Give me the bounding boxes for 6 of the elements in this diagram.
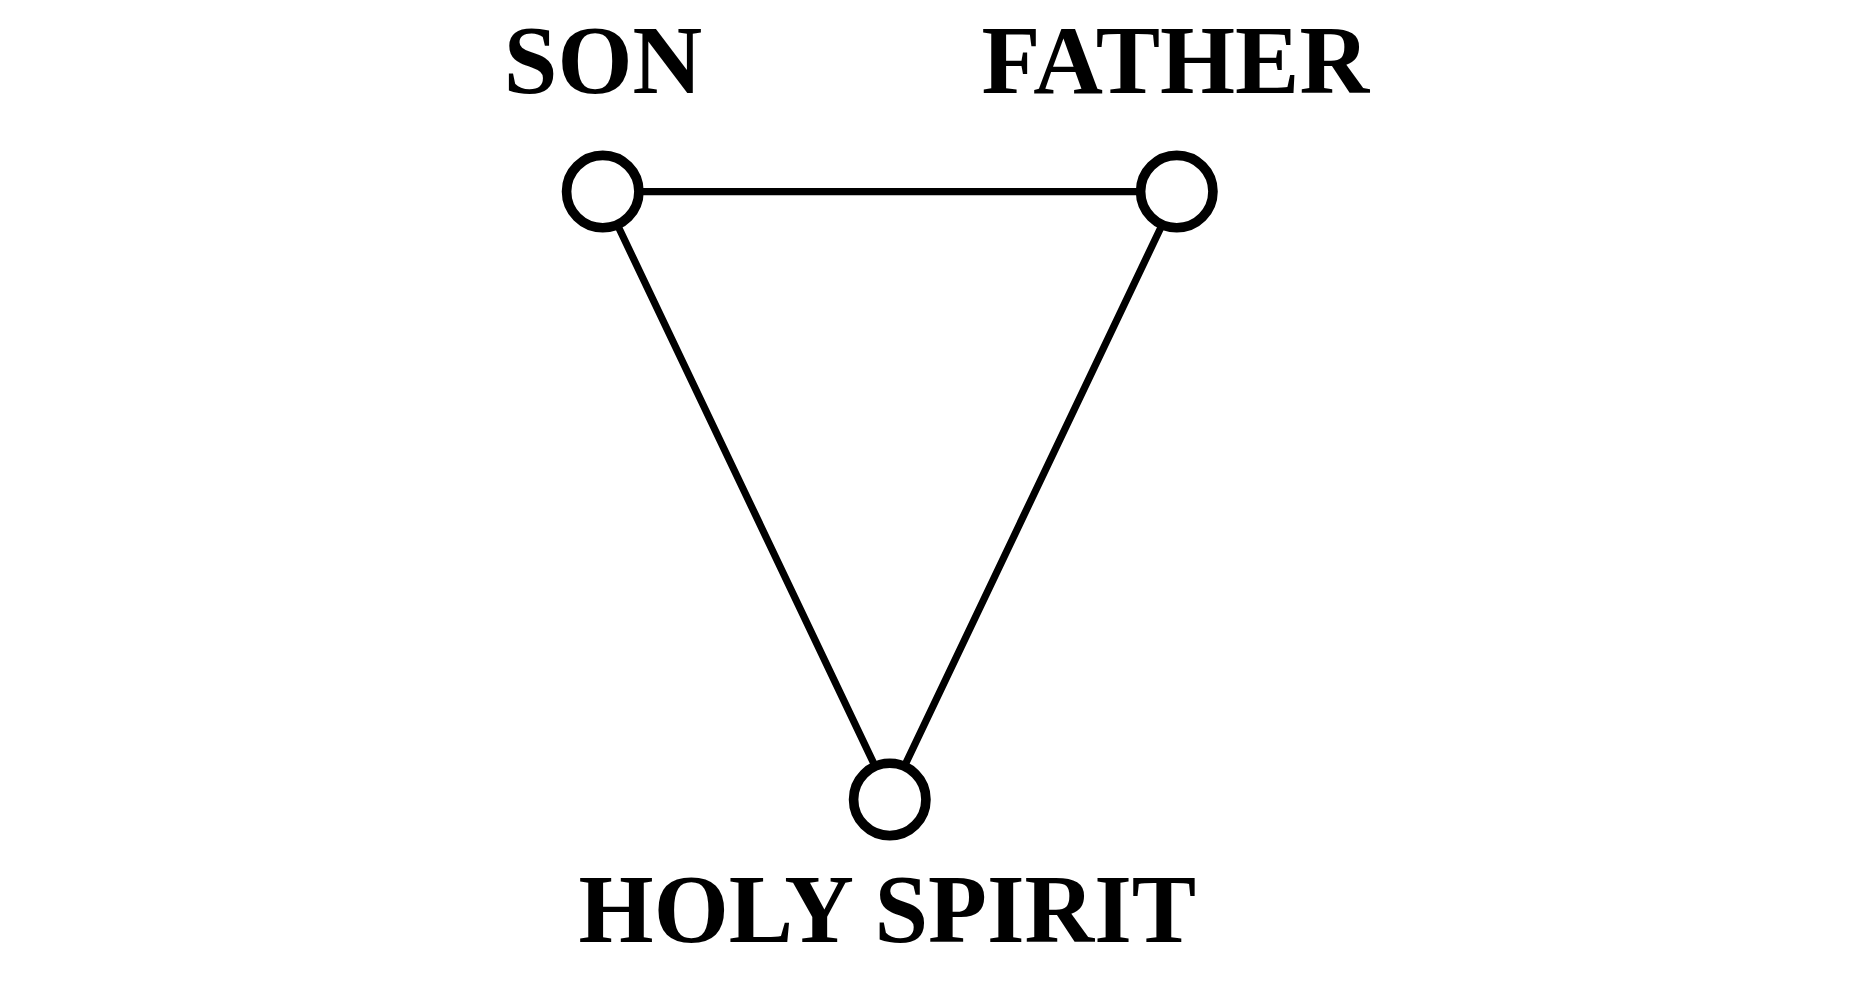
node-circle (561, 150, 644, 233)
node-label: SON (503, 6, 702, 114)
node-circle (1135, 150, 1218, 233)
node-circle (848, 758, 931, 841)
node-label: HOLY SPIRIT (578, 855, 1196, 963)
node-label: FATHER (980, 6, 1369, 114)
